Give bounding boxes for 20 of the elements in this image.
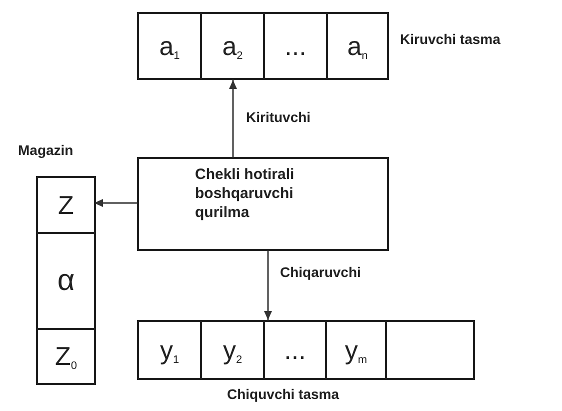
arrow [264,251,272,320]
tape-label: Chiquvchi tasma [227,386,340,402]
stack-cell: Z [38,178,94,234]
arrow [229,80,237,157]
tape-label: Kiruvchi tasma [400,31,500,47]
stack-cell: Z$_{0}$ [38,330,94,383]
tape-cell: ... [265,14,328,78]
tape-cell: a$_{1}$ [139,14,202,78]
edge-label: Chiqaruvchi [280,264,361,280]
control-unit-box: Chekli hotirali boshqaruvchi qurilma [137,157,389,251]
tape-cell: y$_{m}$ [327,322,385,378]
tape-cell: a$_{2}$ [202,14,265,78]
stack-cell: α [38,234,94,330]
arrow [94,199,137,207]
tape-cell: a$_{n}$ [328,14,387,78]
tape-cell: y$_{1}$ [139,322,202,378]
tape-cell: y$_{2}$ [202,322,265,378]
edge-label: Kirituvchi [246,109,311,125]
tape-label: Magazin [18,142,74,158]
tape-cell: ... [265,322,327,378]
